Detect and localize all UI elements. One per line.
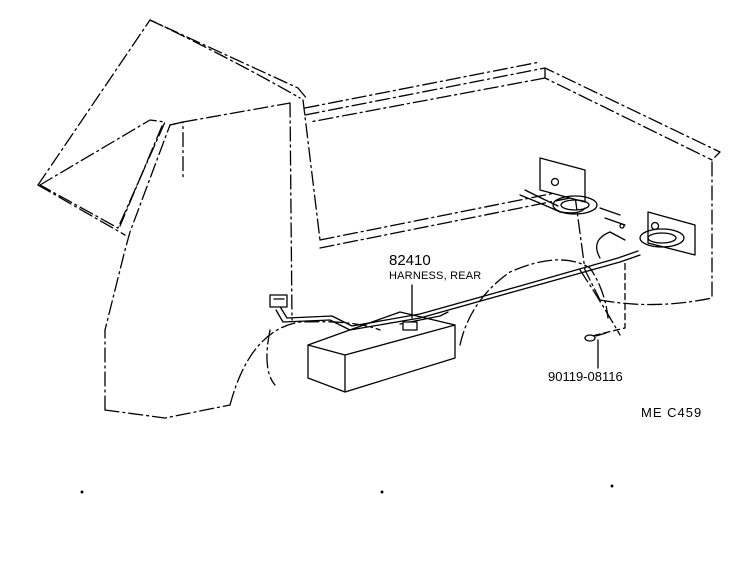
diagram-code: ME C459 bbox=[641, 405, 703, 420]
screw-icon bbox=[584, 332, 607, 369]
harness-part-name: HARNESS, REAR bbox=[389, 270, 482, 282]
screw-part-number: 90119-08116 bbox=[548, 369, 623, 384]
cab-outline bbox=[37, 19, 321, 411]
harness-clip bbox=[402, 321, 418, 331]
truck-bed bbox=[304, 61, 721, 306]
rear-lamp-left bbox=[539, 157, 626, 226]
cab-window bbox=[39, 119, 166, 229]
lower-body bbox=[104, 259, 621, 419]
harness-connector bbox=[269, 294, 288, 308]
rear-lamp-right bbox=[619, 211, 696, 256]
screw-leader bbox=[603, 261, 626, 334]
fuel-tank bbox=[307, 311, 456, 393]
harness-part-number: 82410 bbox=[389, 252, 431, 269]
wire-harness bbox=[275, 189, 641, 331]
